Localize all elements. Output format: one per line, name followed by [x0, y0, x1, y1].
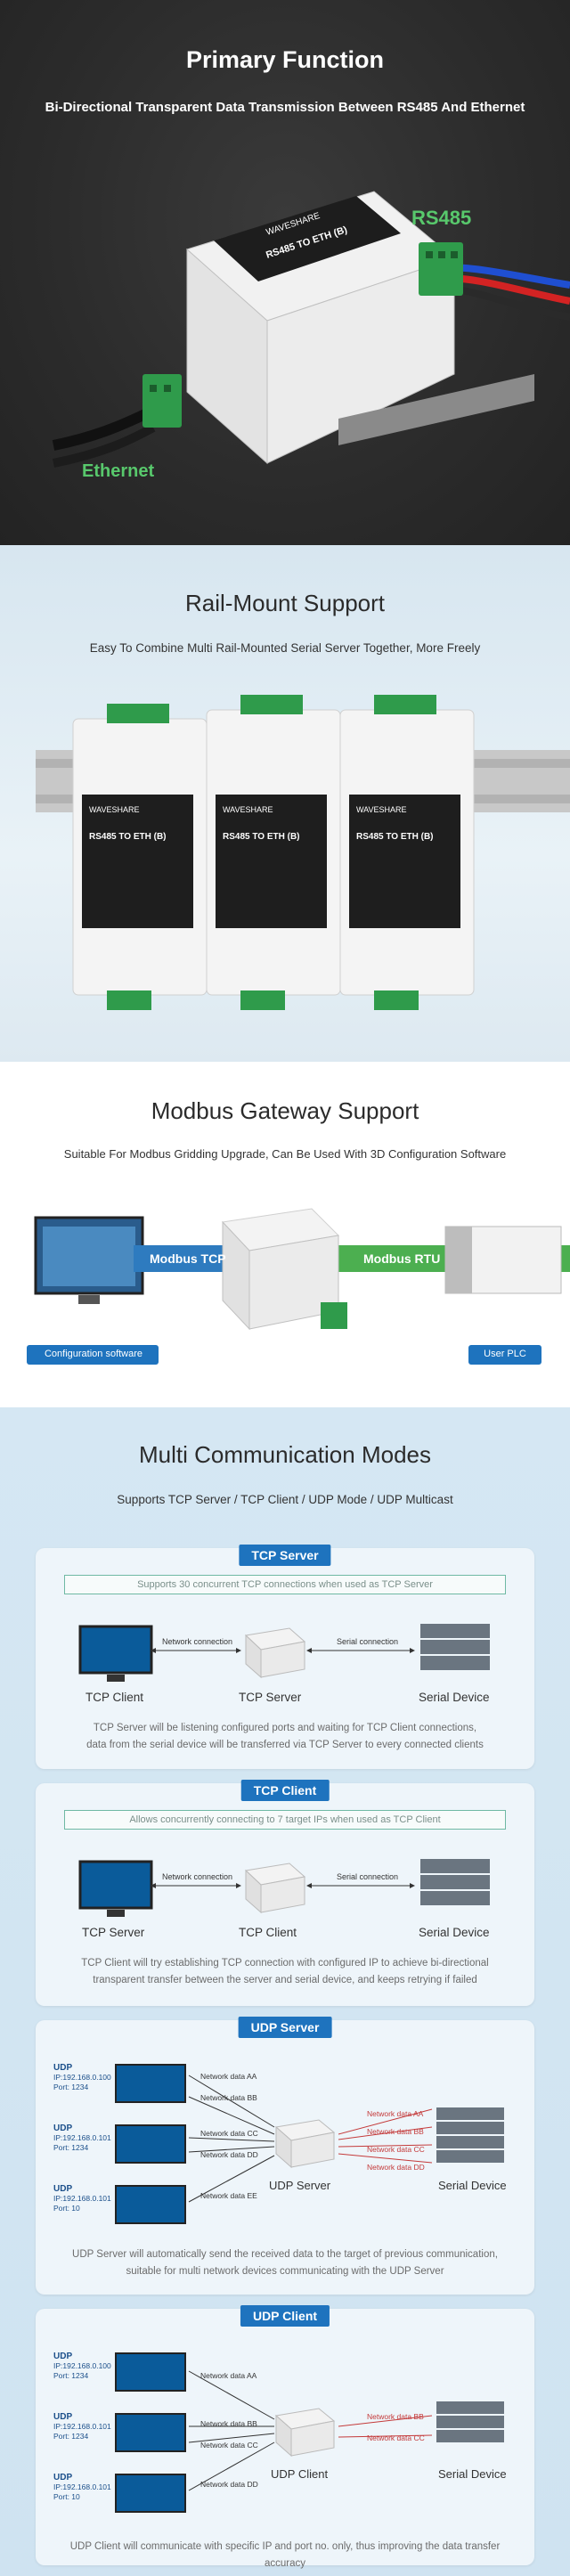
- udp-server-panel: UDP Server UDP: [36, 2017, 534, 2295]
- udp-server-left-data-5: Network data EE: [200, 2191, 257, 2200]
- tcp-client-center-label: TCP Client: [239, 1926, 297, 1939]
- user-plc-tag: User PLC: [484, 1349, 526, 1359]
- svg-text:WAVESHARE: WAVESHARE: [356, 805, 407, 814]
- udp-server-desc-line2: suitable for multi network devices commu…: [126, 2266, 444, 2277]
- udp-server-udp-2: UDP IP:192.168.0.101 Port: 1234: [53, 2124, 111, 2152]
- tcp-server-panel: TCP Server Supports 30 concurrent TCP co…: [36, 1545, 534, 1769]
- configuration-software-tag: Configuration software: [44, 1349, 143, 1359]
- svg-text:RS485 TO ETH (B): RS485 TO ETH (B): [223, 832, 300, 842]
- tcp-client-head: TCP Client: [240, 1780, 330, 1801]
- tcp-client-desc-line2: transparent transfer between the server …: [93, 1975, 477, 1985]
- modes-section: Multi Communication Modes Supports TCP S…: [0, 1407, 570, 2576]
- udp-client-udp-1: UDP IP:192.168.0.100 Port: 1234: [53, 2352, 111, 2380]
- svg-text:WAVESHARE: WAVESHARE: [89, 805, 140, 814]
- primary-title: Primary Function: [185, 46, 385, 73]
- udp-server-right-data-3: Network data CC: [367, 2145, 425, 2154]
- tcp-server-note: Supports 30 concurrent TCP connections w…: [64, 1575, 506, 1594]
- svg-text:RS485 TO ETH (B): RS485 TO ETH (B): [89, 832, 167, 842]
- udp-server-desc: UDP Server will automatically send the r…: [62, 2246, 508, 2280]
- tcp-client-right-label: Serial Device: [419, 1926, 490, 1939]
- modbus-rtu-tag: Modbus RTU: [363, 1251, 441, 1266]
- tcp-client-conn-left: Network connection: [162, 1872, 233, 1881]
- modbus-section: Modbus Gateway Support Suitable For Modb…: [0, 1062, 570, 1407]
- tcp-client-left-label: TCP Server: [82, 1926, 145, 1939]
- udp-client-right-data-2: Network data CC: [367, 2433, 425, 2442]
- ethernet-label: Ethernet: [82, 461, 155, 481]
- modbus-title: Modbus Gateway Support: [151, 1097, 419, 1124]
- udp-client-head: UDP Client: [240, 2305, 330, 2327]
- udp-client-right-label: Serial Device: [438, 2467, 507, 2481]
- rail-mount-section: Rail-Mount Support Easy To Combine Multi…: [0, 545, 570, 1062]
- udp-client-diagram: [115, 2352, 504, 2513]
- modbus-tcp-tag: Modbus TCP: [150, 1251, 226, 1266]
- modbus-illustration: [27, 1208, 570, 1365]
- udp-server-right-data-1: Network data AA: [367, 2109, 424, 2118]
- rail-devices-illustration: WAVESHARE RS485 TO ETH (B) WAVESHARE RS4…: [36, 695, 570, 1010]
- rail-title: Rail-Mount Support: [185, 590, 385, 616]
- modes-title: Multi Communication Modes: [138, 1441, 431, 1468]
- tcp-client-panel: TCP Client Allows concurrently connectin…: [36, 1780, 534, 2006]
- tcp-server-desc-line1: TCP Server will be listening configured …: [93, 1723, 477, 1733]
- udp-server-udp-1: UDP IP:192.168.0.100 Port: 1234: [53, 2063, 111, 2091]
- modbus-subtitle: Suitable For Modbus Gridding Upgrade, Ca…: [63, 1147, 507, 1161]
- udp-server-desc-line1: UDP Server will automatically send the r…: [72, 2249, 498, 2260]
- udp-client-left-data-2: Network data BB: [200, 2419, 257, 2428]
- udp-client-panel: UDP Client UDP IP:192.168.0.100 Port: 12…: [36, 2305, 534, 2569]
- tcp-server-right-label: Serial Device: [419, 1691, 490, 1704]
- udp-client-desc: UDP Client will communicate with specifi…: [62, 2539, 508, 2572]
- tcp-client-desc: TCP Client will try establishing TCP con…: [62, 1955, 508, 1989]
- tcp-client-conn-right: Serial connection: [337, 1872, 399, 1881]
- udp-client-desc-line1: UDP Client will communicate with specifi…: [69, 2541, 501, 2569]
- primary-subtitle: Bi-Directional Transparent Data Transmis…: [45, 100, 525, 115]
- udp-server-left-data-2: Network data BB: [200, 2093, 257, 2102]
- tcp-server-desc: TCP Server will be listening configured …: [62, 1720, 508, 1754]
- udp-client-udp-3: UDP IP:192.168.0.101 Port: 10: [53, 2473, 111, 2501]
- udp-server-diagram: [115, 2064, 504, 2224]
- svg-text:WAVESHARE: WAVESHARE: [223, 805, 273, 814]
- tcp-server-diagram: [78, 1624, 490, 1682]
- tcp-server-left-label: TCP Client: [86, 1691, 144, 1704]
- udp-server-right-label: Serial Device: [438, 2179, 507, 2192]
- udp-server-right-data-4: Network data DD: [367, 2163, 425, 2172]
- udp-client-right-data-1: Network data BB: [367, 2412, 424, 2421]
- tcp-server-desc-line2: data from the serial device will be tran…: [86, 1740, 484, 1750]
- tcp-server-conn-right: Serial connection: [337, 1637, 399, 1646]
- tcp-client-diagram: [78, 1859, 490, 1917]
- tcp-client-note: Allows concurrently connecting to 7 targ…: [64, 1810, 506, 1830]
- primary-device-illustration: WAVESHARE RS485 TO ETH (B): [52, 191, 570, 468]
- udp-client-center-label: UDP Client: [271, 2467, 329, 2481]
- udp-server-udp-3: UDP IP:192.168.0.101 Port: 10: [53, 2184, 111, 2213]
- rail-subtitle: Easy To Combine Multi Rail-Mounted Seria…: [89, 641, 481, 655]
- tcp-server-conn-left: Network connection: [162, 1637, 233, 1646]
- udp-server-left-data-4: Network data DD: [200, 2150, 258, 2159]
- udp-server-left-data-3: Network data CC: [200, 2129, 258, 2138]
- svg-text:RS485 TO ETH (B): RS485 TO ETH (B): [356, 832, 434, 842]
- tcp-client-desc-line1: TCP Client will try establishing TCP con…: [81, 1958, 489, 1969]
- udp-server-right-data-2: Network data BB: [367, 2127, 424, 2136]
- udp-server-center-label: UDP Server: [269, 2179, 331, 2192]
- udp-client-udp-2: UDP IP:192.168.0.101 Port: 1234: [53, 2412, 111, 2441]
- tcp-server-center-label: TCP Server: [239, 1691, 302, 1704]
- modes-subtitle: Supports TCP Server / TCP Client / UDP M…: [117, 1493, 453, 1506]
- rs485-label: RS485: [411, 207, 472, 229]
- udp-server-left-data-1: Network data AA: [200, 2072, 257, 2081]
- udp-client-left-data-1: Network data AA: [200, 2371, 257, 2380]
- udp-client-left-data-4: Network data DD: [200, 2480, 258, 2489]
- udp-server-head: UDP Server: [238, 2017, 332, 2038]
- tcp-server-head: TCP Server: [239, 1545, 331, 1566]
- primary-function-section: Primary Function Bi-Directional Transpar…: [0, 0, 570, 545]
- udp-client-left-data-3: Network data CC: [200, 2441, 258, 2450]
